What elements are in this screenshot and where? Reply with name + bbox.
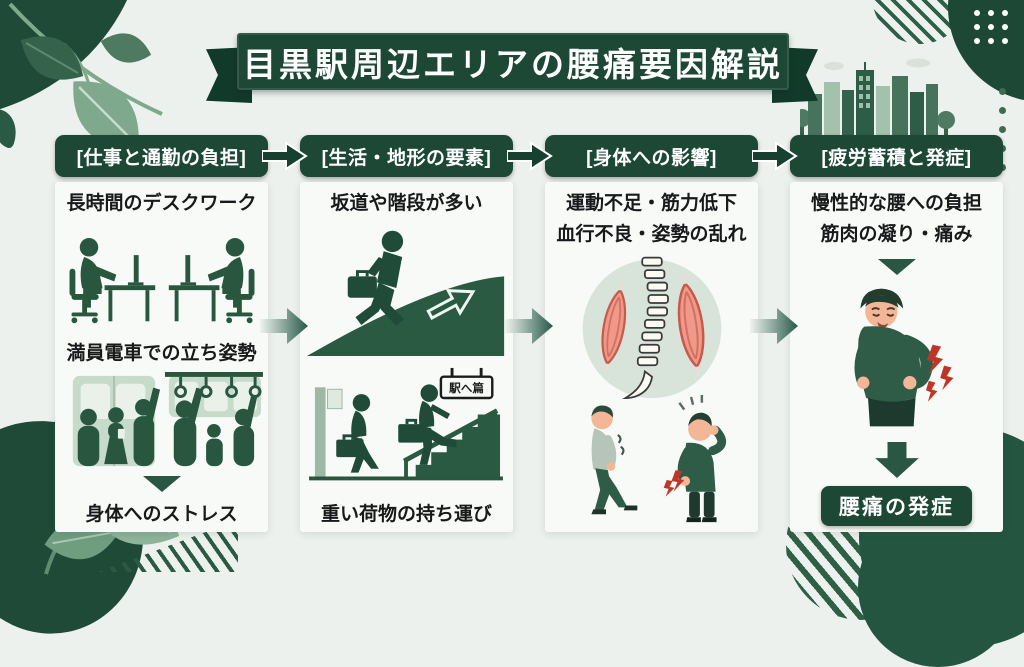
muscle-left: [600, 283, 626, 372]
column-1-header: [仕事と通勤の負担]: [55, 135, 268, 177]
muscle-right: [677, 275, 704, 376]
caption-fatigue-line2: 筋肉の凝り・痛み: [820, 224, 973, 246]
column-3-header: [身体への影響]: [545, 135, 758, 177]
caption-effects-line2: 血行不良・姿勢の乱れ: [556, 224, 747, 246]
column-work-commute: [仕事と通勤の負担] 長時間のデスクワーク: [55, 135, 268, 532]
column-body-effects: [身体への影響] 運動不足・筋力低下 血行不良・姿勢の乱れ: [545, 135, 758, 532]
flow-diagram: [仕事と通勤の負担] 長時間のデスクワーク: [55, 135, 1003, 532]
slouching-person: [591, 405, 638, 515]
desk-workers-icon: [69, 237, 254, 323]
dot-grid-decor: [974, 10, 1008, 44]
caption-body-stress: 身体へのストレス: [85, 503, 238, 525]
stairs-climb-icon: 駅へ篇: [309, 367, 503, 481]
uphill-walk-icon: [306, 231, 505, 357]
flow-arrow-icon: [260, 308, 308, 344]
column-2-header: [生活・地形の要素]: [300, 135, 513, 177]
column-2-card: 坂道や階段が多い: [300, 182, 513, 532]
caption-slopes-stairs: 坂道や階段が多い: [330, 193, 483, 214]
header-arrow-icon: [507, 141, 553, 171]
crowded-train-icon: [72, 371, 263, 466]
column-4-header: [疲労蓄積と発症]: [790, 135, 1003, 177]
caption-fatigue: 慢性的な腰への負担 筋肉の凝り・痛み: [811, 188, 982, 251]
pained-person: [663, 394, 727, 523]
spine-muscles-icon: [582, 257, 721, 400]
triangle-down-icon: [877, 258, 916, 275]
caption-effects: 運動不足・筋力低下 血行不良・姿勢の乱れ: [556, 188, 746, 251]
stairs-people: [336, 384, 457, 473]
column-3-card: 運動不足・筋力低下 血行不良・姿勢の乱れ: [545, 182, 758, 532]
column-1-card: 長時間のデスクワーク: [55, 182, 268, 532]
top-left-leaves-icon: [8, 2, 163, 147]
column-terrain: [生活・地形の要素] 坂道や階段が多い: [300, 135, 513, 532]
caption-fatigue-line1: 慢性的な腰への負担: [810, 193, 982, 214]
city-skyline-icon: [800, 58, 955, 140]
caption-heavy-luggage: 重い荷物の持ち運び: [320, 503, 492, 525]
caption-train-posture: 満員電車での立ち姿勢: [66, 343, 257, 365]
station-sign-text: 駅へ篇: [448, 381, 484, 395]
final-badge: 腰痛の発症: [821, 486, 972, 526]
header-arrow-icon: [262, 141, 308, 171]
triangle-down-icon: [142, 476, 181, 493]
worker-left: [69, 237, 155, 323]
page-title: 目黒駅周辺エリアの腰痛要因解説: [237, 33, 789, 90]
caption-deskwork: 長時間のデスクワーク: [66, 193, 257, 214]
flow-arrow-icon: [505, 308, 553, 344]
header-arrow-icon: [752, 141, 798, 171]
fat-arrow-down-icon: [874, 442, 919, 479]
train-passengers: [77, 387, 257, 466]
column-4-card: 慢性的な腰への負担 筋肉の凝り・痛み: [790, 182, 1003, 532]
uphill-person: [347, 231, 405, 327]
bad-posture-people-icon: [591, 394, 727, 523]
spine: [621, 257, 669, 400]
worker-right: [168, 237, 254, 323]
caption-effects-line1: 運動不足・筋力低下: [565, 193, 737, 214]
pain-bolts: [925, 345, 954, 403]
back-pain-man-icon: [853, 288, 954, 427]
flow-arrow-icon: [750, 308, 798, 344]
column-fatigue-onset: [疲労蓄積と発症] 慢性的な腰への負担 筋肉の凝り・痛み: [790, 135, 1003, 532]
